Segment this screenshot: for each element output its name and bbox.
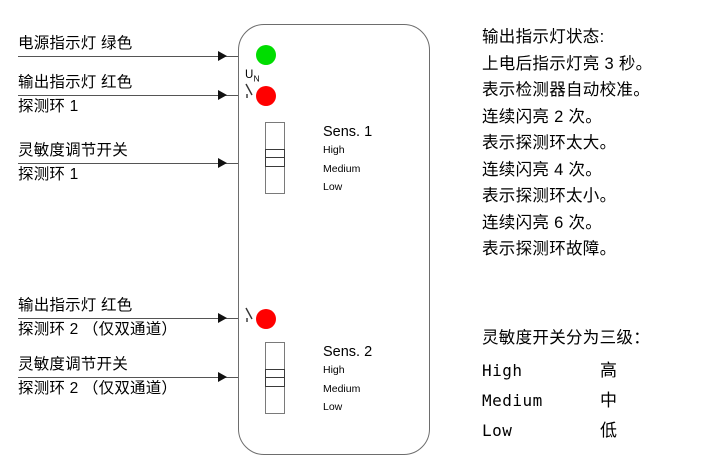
legend-medium-en: Medium bbox=[482, 390, 543, 410]
sens-option-low-channel-1: Low bbox=[323, 181, 343, 193]
sens-title-channel-2: Sens. 2 bbox=[323, 344, 373, 360]
callout-sensitivity-switch-loop1-sub: 探测环 1 bbox=[18, 164, 78, 184]
sens-option-medium-channel-2: Medium bbox=[323, 382, 361, 395]
callout-output-indicator-loop1-sub: 探测环 1 bbox=[18, 96, 78, 116]
power-led-green bbox=[256, 45, 276, 65]
callout-power-indicator: 电源指示灯 绿色 bbox=[18, 34, 132, 53]
callout-sensitivity-switch-loop1-line1: 灵敏度调节开关 bbox=[18, 142, 128, 159]
legend-row-medium: Medium 中 bbox=[482, 386, 650, 416]
leader-line-power-indicator bbox=[18, 56, 240, 57]
callout-output-indicator-loop2-sub: 探测环 2 （仅双通道） bbox=[18, 319, 177, 339]
arrowhead-output-indicator-loop1 bbox=[218, 90, 227, 100]
status-note-line-2: 上电后指示灯亮 3 秒。 bbox=[482, 54, 653, 73]
status-note-line-3: 表示检测器自动校准。 bbox=[482, 81, 650, 99]
output-led-status-note: 输出指示灯状态: 上电后指示灯亮 3 秒。 表示检测器自动校准。 连续闪亮 2 … bbox=[482, 24, 652, 263]
legend-low-cn: 低 bbox=[600, 420, 617, 440]
callout-output-indicator-loop2-line1: 输出指示灯 红色 bbox=[18, 297, 133, 314]
sens-option-high-channel-1: High bbox=[323, 144, 345, 156]
legend-row-high: High 高 bbox=[482, 356, 650, 386]
callout-output-indicator-loop1-line1: 输出指示灯 红色 bbox=[18, 74, 133, 91]
callout-output-indicator-loop1-line2: 探测环 1 bbox=[18, 98, 79, 115]
legend-row-low: Low 低 bbox=[482, 416, 650, 446]
sensitivity-dip-switch-loop1[interactable] bbox=[264, 122, 285, 194]
status-note-line-8: 连续闪亮 6 次。 bbox=[482, 213, 603, 232]
sens-option-medium-channel-1: Medium bbox=[323, 162, 361, 175]
sensitivity-legend-channel-1: Sens. 1 High Medium Low bbox=[323, 124, 372, 197]
sensitivity-dip-knob-loop2[interactable] bbox=[264, 369, 285, 387]
leader-line-output-indicator-loop2 bbox=[18, 318, 240, 319]
callout-sensitivity-switch-loop2-line1: 灵敏度调节开关 bbox=[18, 356, 128, 373]
status-note-line-5: 表示探测环太大。 bbox=[482, 134, 617, 152]
sensitivity-dip-switch-loop2[interactable] bbox=[264, 342, 285, 414]
status-note-line-6: 连续闪亮 4 次。 bbox=[482, 160, 603, 179]
legend-title: 灵敏度开关分为三级： bbox=[482, 329, 650, 347]
legend-medium-cn: 中 bbox=[600, 390, 617, 410]
sensitivity-level-legend: 灵敏度开关分为三级： High 高 Medium 中 Low 低 bbox=[482, 325, 650, 446]
sens-option-low-channel-2: Low bbox=[323, 401, 343, 413]
callout-output-indicator-loop1: 输出指示灯 红色 bbox=[18, 73, 132, 92]
arrowhead-power-indicator bbox=[218, 51, 227, 61]
relay-switch-glyph-loop1 bbox=[245, 83, 257, 99]
leader-line-sensitivity-switch-loop2 bbox=[18, 377, 240, 378]
un-label-u: U bbox=[245, 69, 254, 81]
callout-power-indicator-line1: 电源指示灯 绿色 bbox=[18, 35, 133, 52]
output-led-red-loop2 bbox=[256, 309, 276, 329]
relay-switch-glyph-loop2 bbox=[245, 307, 257, 323]
callout-output-indicator-loop2-line2: 探测环 2 （仅双通道） bbox=[18, 321, 178, 338]
legend-high-en: High bbox=[482, 360, 523, 380]
legend-high-cn: 高 bbox=[600, 360, 617, 380]
callout-sensitivity-switch-loop1: 灵敏度调节开关 bbox=[18, 141, 128, 160]
leader-line-output-indicator-loop1 bbox=[18, 95, 240, 96]
callout-sensitivity-switch-loop2: 灵敏度调节开关 bbox=[18, 355, 128, 374]
status-note-line-7: 表示探测环太小。 bbox=[482, 187, 617, 205]
un-terminal-label: UN bbox=[245, 69, 260, 83]
status-note-line-1: 输出指示灯状态: bbox=[482, 28, 605, 46]
callout-sensitivity-switch-loop2-sub: 探测环 2 （仅双通道） bbox=[18, 378, 177, 398]
arrowhead-sensitivity-switch-loop2 bbox=[218, 372, 227, 382]
detector-device-panel: UN Sens. 1 High Medium Low bbox=[238, 24, 430, 455]
callout-sensitivity-switch-loop1-line2: 探测环 1 bbox=[18, 166, 79, 183]
un-label-n: N bbox=[253, 73, 260, 84]
status-note-line-9: 表示探测环故障。 bbox=[482, 240, 617, 258]
legend-low-en: Low bbox=[482, 420, 513, 440]
sensitivity-dip-knob-line-loop1 bbox=[265, 157, 284, 159]
sensitivity-legend-channel-2: Sens. 2 High Medium Low bbox=[323, 344, 372, 417]
callout-output-indicator-loop2: 输出指示灯 红色 bbox=[18, 296, 132, 315]
status-note-line-4: 连续闪亮 2 次。 bbox=[482, 107, 603, 126]
sensitivity-dip-knob-loop1[interactable] bbox=[264, 149, 285, 167]
sensitivity-dip-knob-line-loop2 bbox=[265, 377, 284, 379]
leader-line-sensitivity-switch-loop1 bbox=[18, 163, 240, 164]
arrowhead-sensitivity-switch-loop1 bbox=[218, 158, 227, 168]
sens-title-channel-1: Sens. 1 bbox=[323, 124, 373, 140]
sens-option-high-channel-2: High bbox=[323, 364, 345, 376]
callout-sensitivity-switch-loop2-line2: 探测环 2 （仅双通道） bbox=[18, 380, 178, 397]
output-led-red-loop1 bbox=[256, 86, 276, 106]
arrowhead-output-indicator-loop2 bbox=[218, 313, 227, 323]
